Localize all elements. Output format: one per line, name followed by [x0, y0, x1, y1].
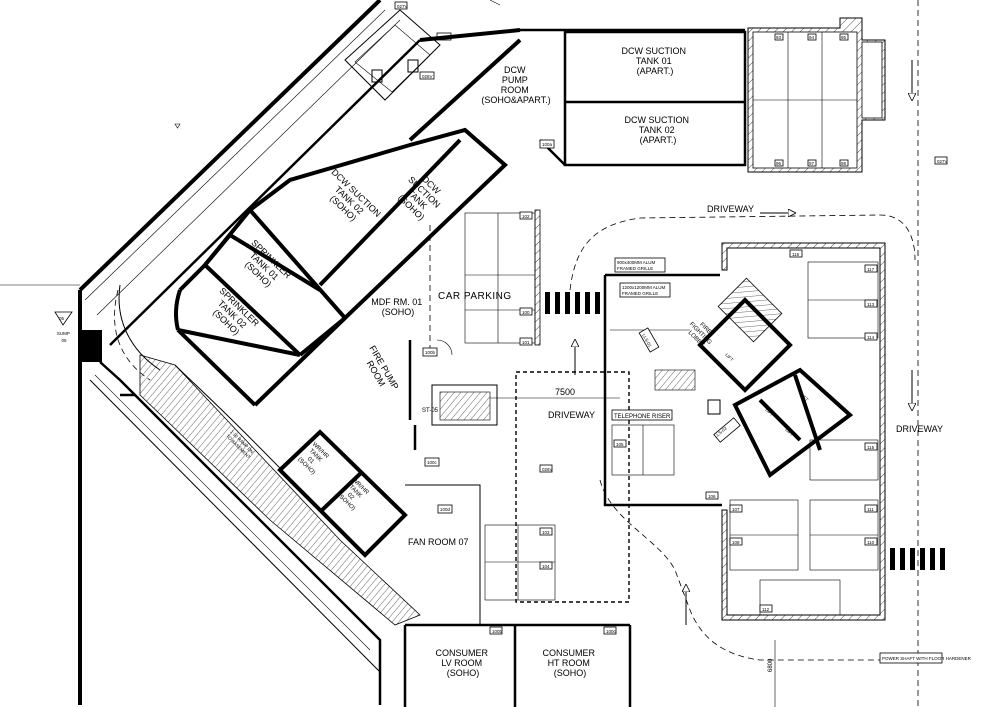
sprinkler-tank-01-label: SPRINKLER TANK 01 (SOHO): [235, 238, 294, 297]
svg-text:100d: 100d: [440, 507, 451, 512]
car-parking-center: 100 101 102 CAR PARKING: [438, 209, 600, 346]
svg-text:FRAMED GRILLE: FRAMED GRILLE: [617, 266, 653, 271]
center-driveway: 7500 DRIVEWAY 026V 103 104: [484, 340, 630, 603]
svg-text:LIFT: LIFT: [724, 352, 734, 362]
svg-text:105: 105: [616, 442, 624, 447]
svg-text:112: 112: [762, 607, 770, 612]
mdf-and-fire-pump: 100b MDF RM. 01 (SOHO) FIRE PUMP ROOM: [359, 225, 453, 420]
fan-room: FAN ROOM 07: [405, 484, 481, 625]
column-block: [80, 330, 102, 362]
svg-text:101: 101: [522, 340, 530, 345]
dcw-tank-02-apart-label: DCW SUCTION TANK 02 (APART.): [624, 115, 691, 145]
svg-text:100b: 100b: [492, 629, 503, 634]
dimension-7500: 7500: [555, 387, 575, 397]
svg-text:LIFT: LIFT: [784, 427, 794, 437]
svg-text:100: 100: [522, 310, 530, 315]
consumer-ht-label: CONSUMER HT ROOM (SOHO): [542, 648, 597, 678]
dcw-pump-room: 100a DCW PUMP ROOM (SOHO&APART.): [408, 28, 745, 166]
soho-tanks: DCW SUCTION TANK 02 (SOHO) DCW SUCTION T…: [173, 127, 508, 407]
driveway-right-label: DRIVEWAY: [896, 424, 943, 434]
ramp-area: 1:10 RAMP DN TO BASEMENT: [114, 284, 421, 626]
svg-text:100c: 100c: [427, 460, 438, 465]
svg-text:117: 117: [867, 267, 875, 272]
top-driveway: DRIVEWAY: [569, 204, 916, 291]
mdf-room-label: MDF RM. 01 (SOHO): [371, 297, 425, 317]
svg-text:100a: 100a: [542, 142, 553, 147]
svg-text:100c: 100c: [606, 629, 617, 634]
right-driveway: 027V DRIVEWAY: [896, 0, 948, 707]
svg-text:100b: 100b: [425, 350, 436, 355]
diagonal-outer-wall: [78, 0, 421, 705]
svg-text:026V: 026V: [422, 74, 433, 79]
svg-text:108: 108: [732, 540, 740, 545]
svg-text:027V: 027V: [937, 159, 948, 164]
svg-text:ST-05: ST-05: [422, 408, 439, 414]
svg-text:LIFT: LIFT: [764, 407, 774, 417]
sump-marker: 05 SUMP 05: [0, 284, 80, 343]
crossing-stripes-left: [545, 292, 600, 314]
svg-text:102: 102: [522, 214, 530, 219]
wr-tank-01-label: WR/HR TANK 01 (SOHO): [296, 441, 331, 476]
svg-text:026V: 026V: [542, 467, 553, 472]
bottom-right-note: POWER SHAFT WITH FLOOR HARDENER: [882, 656, 972, 661]
svg-text:027V: 027V: [397, 4, 408, 9]
dcw-tanks-apart: DCW SUCTION TANK 01 (APART.) DCW SUCTION…: [563, 30, 747, 167]
consumer-rooms: 100b 100c CONSUMER LV ROOM (SOHO) CONSUM…: [403, 623, 632, 707]
dimension-6800: 6800: [768, 658, 774, 672]
svg-text:96: 96: [776, 161, 782, 166]
wr-tank-02-label: WR/HR TANK 02 (SOHO): [336, 477, 371, 512]
driveway-top-label: DRIVEWAY: [707, 204, 754, 214]
svg-text:93: 93: [776, 35, 782, 40]
fan-room-label: FAN ROOM 07: [408, 537, 469, 547]
svg-text:FRAMED GRILLE: FRAMED GRILLE: [622, 291, 658, 296]
svg-text:107: 107: [732, 507, 740, 512]
svg-text:05: 05: [59, 316, 65, 321]
svg-text:1200x1200MM ALUM: 1200x1200MM ALUM: [622, 285, 666, 290]
svg-text:97: 97: [809, 161, 815, 166]
telephone-riser-label: TELEPHONE RISER: [614, 414, 671, 420]
svg-text:900x400MM ALUM: 900x400MM ALUM: [617, 260, 656, 265]
dcw-tank-01-soho-label: DCW SUCTION TANK (SOHO): [392, 167, 451, 226]
svg-text:116: 116: [792, 252, 800, 257]
right-core: 900x400MM ALUM FRAMED GRILLE 1200x1200MM…: [603, 242, 945, 621]
svg-text:110: 110: [867, 540, 875, 545]
stair-st05: ST-05 100c 100d: [413, 384, 498, 514]
svg-text:103: 103: [542, 530, 550, 535]
svg-text:94: 94: [809, 35, 815, 40]
svg-text:115: 115: [867, 445, 875, 450]
fire-pump-room-label: FIRE PUMP ROOM: [359, 344, 402, 398]
svg-text:114: 114: [867, 335, 875, 340]
svg-text:LIFT: LIFT: [799, 392, 809, 402]
dcw-tank-02-soho-label: DCW SUCTION TANK 02 (SOHO): [316, 167, 385, 235]
svg-text:104: 104: [542, 564, 550, 569]
consumer-lv-label: CONSUMER LV ROOM (SOHO): [435, 648, 490, 678]
svg-text:111: 111: [867, 507, 874, 512]
driveway-center-label: DRIVEWAY: [548, 410, 595, 420]
svg-text:113: 113: [867, 302, 875, 307]
svg-text:95: 95: [841, 35, 847, 40]
dcw-tank-01-apart-label: DCW SUCTION TANK 01 (APART.): [621, 46, 688, 76]
sump-label: SUMP 05: [57, 331, 71, 343]
dcw-pump-room-label: DCW PUMP ROOM (SOHO&APART.): [481, 65, 550, 105]
bottom-driveway: 6800 POWER SHAFT WITH FLOOR HARDENER: [599, 479, 972, 707]
svg-text:106: 106: [708, 494, 716, 499]
car-parking-label: CAR PARKING: [438, 291, 512, 302]
svg-text:98: 98: [841, 161, 847, 166]
top-right-parking-block: 93 94 95 96 97 98: [747, 17, 886, 173]
crossing-stripes-right: [890, 548, 945, 570]
svg-text:LLS-01: LLS-01: [641, 333, 653, 348]
